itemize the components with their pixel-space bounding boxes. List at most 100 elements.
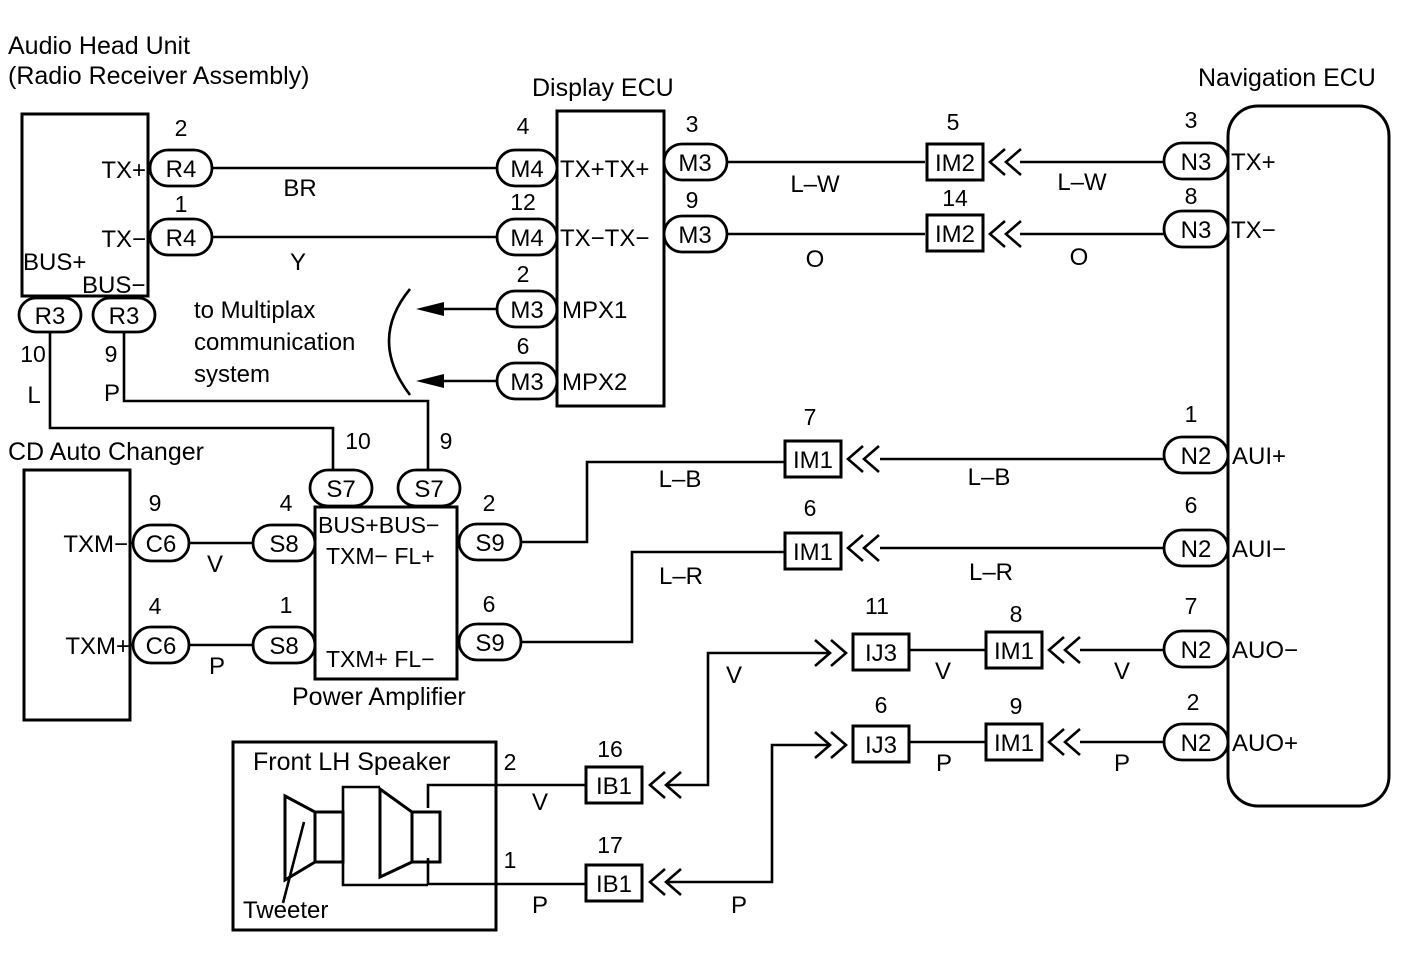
terminal-label: MPX1 [562,297,627,324]
connector-m4 [495,217,559,257]
connector-label: IM1 [793,447,833,474]
terminal-label: BUS− [82,272,145,299]
connector-ib1 [584,765,644,805]
connector-label: C6 [146,531,177,558]
connector-ib1 [584,863,644,903]
woofer-cone-icon [378,786,414,880]
wire-color-code: L–B [659,466,702,493]
pin-number: 1 [1185,401,1198,427]
wire-color-code: P [731,892,747,919]
terminal-label: BUS+BUS− [318,512,439,538]
pin-number: 1 [175,191,188,217]
wire-color-code: V [935,658,951,685]
wire-v-speaker [668,651,830,787]
front-lh-speaker-body [231,740,498,932]
front-speaker-title: Front LH Speaker [253,748,450,776]
wire-lb-left [521,460,785,544]
terminal-label: TX−TX− [560,225,649,252]
power-amplifier-body [313,505,459,681]
connector-label: S8 [269,633,298,660]
multiplex-note: system [194,361,270,388]
wire-color-code: P [104,380,120,407]
head-unit-subtitle: (Radio Receiver Assembly) [8,62,310,90]
wire-color-code: L–W [1057,169,1107,196]
wire-lr-left [521,550,785,644]
wire-color-code: L–R [659,563,703,590]
pin-number: 7 [1185,593,1198,619]
terminal-label: TXM− [63,531,128,558]
pin-number: 2 [504,749,517,775]
wire-color-code: V [1114,658,1130,685]
head-unit-title: Audio Head Unit [8,32,190,60]
pin-number: 2 [175,115,188,141]
connector-r3 [91,296,157,334]
connector-s9 [457,622,523,662]
connector-c6 [131,523,191,563]
audio-head-unit-body [20,112,150,298]
terminal-label: MPX2 [562,369,627,396]
connector-im1 [984,722,1044,762]
terminal-label: TX− [1231,217,1276,244]
connector-m3 [662,142,729,182]
connector-label: R4 [166,225,197,252]
wire-color-code: BR [283,175,316,202]
terminal-label: AUO− [1232,637,1298,664]
multiplex-note: communication [194,329,355,356]
wire-p-speaker [668,743,830,884]
connector-label: IM1 [994,638,1034,665]
connector-im1 [783,531,843,571]
connector-label: N3 [1181,149,1212,176]
wire-color-code: O [806,246,825,273]
connector-label: S9 [475,530,504,557]
terminal-label: TX− [101,226,146,253]
terminal-label: TXM+ [65,633,130,660]
double-arrow-icon [814,639,848,667]
speaker-internal-wire [341,785,380,812]
connector-label: M4 [510,225,543,252]
double-arrow-icons [648,148,1081,896]
pin-number: 12 [510,189,536,215]
wire-color-code: V [532,789,548,816]
connector-n2 [1162,629,1230,669]
pin-number: 2 [483,490,496,516]
wire-color-code: V [207,551,223,578]
pin-number: 6 [804,495,817,521]
wire-color-code: L–B [968,464,1011,491]
pin-number: 6 [483,591,496,617]
speaker-internal-wire [341,862,428,887]
double-arrow-icon [846,534,880,562]
connector-n2 [1162,435,1230,475]
display-ecu-body [555,109,666,408]
connector-im2 [925,142,985,182]
connector-label: M4 [510,156,543,183]
terminal-label: TX+TX+ [560,156,649,183]
connector-label: S7 [414,476,443,503]
wire-color-code: L–R [969,559,1013,586]
wire-color-code: L–W [790,171,840,198]
wire-color-code: P [532,892,548,919]
pin-number: 17 [597,832,623,858]
wire-color-code: P [1114,750,1130,777]
pin-number: 4 [517,113,530,139]
connector-m3 [495,289,559,329]
pin-number: 11 [865,593,889,619]
pin-number: 14 [942,185,968,211]
connector-r4 [148,217,214,257]
terminal-label: AUO+ [1232,730,1298,757]
connector-im1 [984,630,1044,670]
wire-color-code: V [726,662,742,689]
pin-number: 2 [1187,689,1200,715]
pin-number: 9 [105,341,118,367]
pin-number: 16 [597,736,623,762]
double-arrow-icon [846,445,880,473]
cd-changer-title: CD Auto Changer [8,438,204,466]
connector-label: IJ3 [865,640,897,667]
terminal-label: AUI+ [1232,443,1286,470]
power-amp-title: Power Amplifier [292,683,466,711]
connector-im1 [783,439,843,479]
connector-label: R3 [109,303,140,330]
pin-number: 9 [1010,693,1023,719]
connector-label: R4 [166,156,197,183]
connector-s7 [396,468,462,508]
double-arrow-icon [988,148,1022,176]
